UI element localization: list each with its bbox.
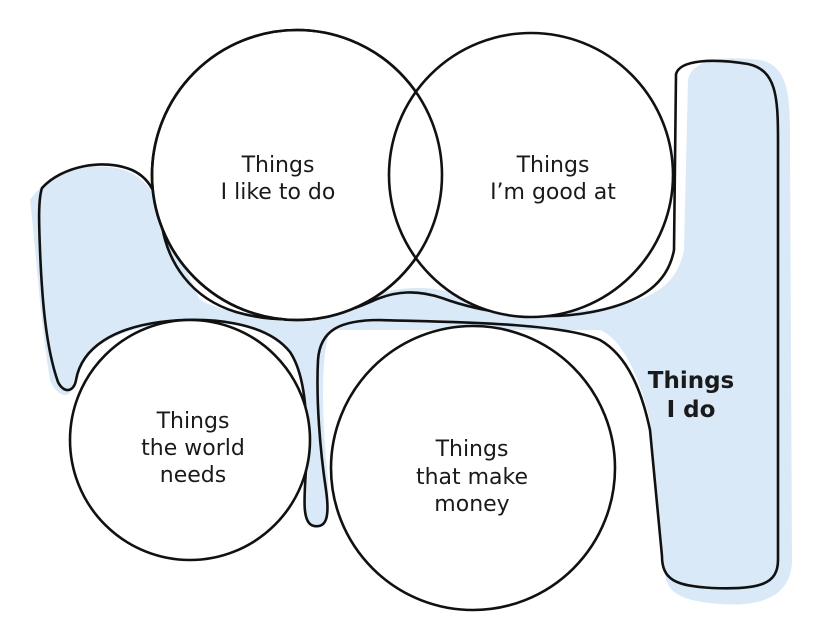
circle-like-to-do-overlap-outline [150, 28, 444, 322]
label-good-at-line1: Things [516, 153, 590, 178]
label-things-i-do-line2: I do [667, 397, 716, 423]
label-make-money-line2: that make [416, 465, 528, 490]
label-make-money-line1: Things [435, 437, 509, 462]
label-make-money-line3: money [434, 492, 509, 517]
label-world-needs-line1: Things [156, 409, 230, 434]
things-i-do-fill [30, 58, 792, 605]
circle-make-money [329, 324, 617, 612]
label-like-to-do-line1: Things [241, 153, 315, 178]
circle-world-needs [68, 318, 312, 562]
label-things-i-do-line1: Things [648, 368, 734, 394]
label-world-needs-line2: the world [141, 436, 245, 461]
label-like-to-do-line2: I like to do [221, 180, 336, 205]
label-world-needs-line3: needs [160, 463, 226, 488]
circle-good-at [387, 31, 675, 319]
label-good-at-line2: I’m good at [490, 180, 616, 205]
